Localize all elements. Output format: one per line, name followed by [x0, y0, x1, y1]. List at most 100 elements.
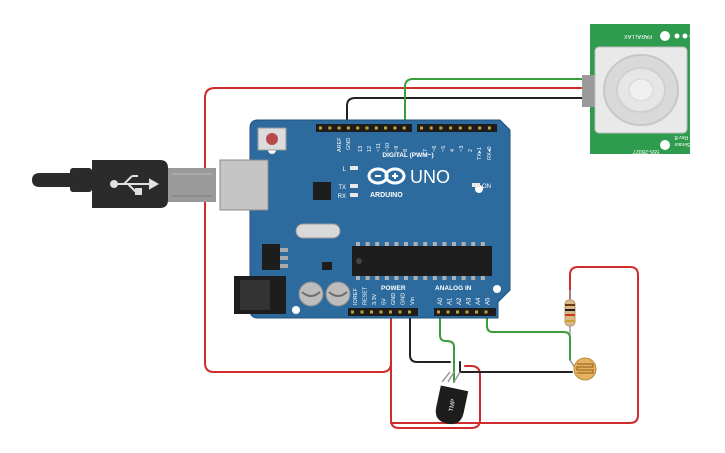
header-pin[interactable]	[346, 126, 350, 130]
chip-pin	[394, 276, 399, 280]
power-pin-label: 3.3V	[372, 293, 378, 305]
pir-brand: PARALLAX	[624, 33, 652, 39]
gnd-label: GND	[346, 138, 352, 150]
chip-pin	[480, 242, 485, 246]
chip-pin	[413, 242, 418, 246]
analog-pin-label: A2	[457, 297, 463, 305]
digital-pin-label: 7	[423, 149, 429, 152]
pir-part-number: 555-28027	[633, 148, 659, 154]
wire-a0-to-tmp[interactable]	[439, 314, 455, 383]
reset-button[interactable]	[257, 127, 287, 151]
header-pin[interactable]	[370, 310, 373, 314]
chip-pin	[375, 276, 380, 280]
digital-pin-label: 8	[403, 149, 409, 152]
chip-pin	[452, 276, 456, 280]
chip-pin	[423, 276, 428, 280]
header-pin[interactable]	[393, 126, 397, 130]
chip-pin	[365, 242, 370, 246]
header-pin[interactable]	[437, 310, 440, 314]
header-pin[interactable]	[465, 310, 469, 314]
power-label: POWER	[381, 285, 406, 292]
header-pin[interactable]	[384, 126, 388, 130]
tmp-label: TMP	[449, 399, 458, 413]
header-pin[interactable]	[389, 310, 392, 314]
digital-pin-label: 4	[450, 149, 456, 152]
header-pin[interactable]	[475, 310, 478, 314]
rx-pin-label: RX◂0	[487, 147, 493, 160]
header-pin[interactable]	[319, 126, 322, 130]
chip-pin	[423, 242, 428, 246]
analog-pin-label: A3	[467, 297, 473, 305]
pir-rev: Rev B	[674, 134, 688, 140]
header-pin[interactable]	[351, 310, 354, 314]
chip-pin	[404, 242, 408, 246]
chip-pin	[432, 242, 437, 246]
chip-pin	[394, 242, 399, 246]
wire-a5-to-ldr[interactable]	[486, 314, 571, 361]
chip-pin	[384, 276, 389, 280]
header-pin[interactable]	[439, 126, 443, 130]
wire-gnd-to-pir[interactable]	[346, 97, 583, 131]
header-pin[interactable]	[420, 126, 423, 130]
power-pin-label: GND	[401, 293, 407, 305]
wire-5v-to-pir[interactable]	[204, 87, 583, 373]
chip-pin	[471, 242, 476, 246]
usb-cable[interactable]	[32, 160, 216, 208]
header-pin[interactable]	[398, 310, 402, 314]
header-pin[interactable]	[446, 310, 450, 314]
header-pin[interactable]	[402, 126, 406, 130]
chip-pin	[442, 276, 447, 280]
pir-pin-header	[582, 75, 596, 107]
chip-pin	[442, 242, 447, 246]
header-pin[interactable]	[379, 310, 383, 314]
power-pin-label: GND	[391, 293, 397, 305]
led-on	[472, 183, 480, 187]
power-header	[348, 308, 418, 316]
header-pin[interactable]	[478, 126, 482, 130]
digital-label: DIGITAL (PWM~)	[382, 152, 433, 159]
digital-pin-label: 2	[468, 149, 474, 152]
header-pin[interactable]	[328, 126, 332, 130]
header-pin[interactable]	[456, 310, 459, 314]
led-on-label: ON	[482, 184, 491, 190]
header-pin[interactable]	[487, 126, 491, 130]
tmp-sensor[interactable]: TMP	[433, 371, 469, 426]
small-ic	[322, 262, 332, 270]
analog-pin-label: A0	[438, 297, 444, 305]
header-pin[interactable]	[449, 126, 453, 130]
digital-pin-label: ~9	[394, 146, 400, 152]
header-pin[interactable]	[356, 126, 360, 130]
header-pin[interactable]	[408, 310, 411, 314]
pir-name: PIR Sensor	[674, 141, 700, 147]
header-pin[interactable]	[374, 126, 378, 130]
mounting-hole	[292, 306, 300, 314]
wire-5v-to-resistor[interactable]	[390, 266, 639, 424]
header-pin[interactable]	[360, 310, 364, 314]
header-pin[interactable]	[337, 126, 341, 130]
wire-pir-signal[interactable]	[404, 78, 583, 131]
header-pin[interactable]	[458, 126, 462, 130]
analog-pin-label: A1	[448, 297, 454, 305]
digital-pin-label: 12	[367, 146, 373, 152]
chip-pin	[356, 242, 360, 246]
header-pin[interactable]	[365, 126, 369, 130]
analog-pin-label: A5	[486, 297, 492, 305]
pir-sensor[interactable]: PARALLAX PIR Sensor Rev B 555-28027	[582, 24, 700, 154]
led-l-label: L	[343, 167, 347, 173]
header-pin[interactable]	[468, 126, 472, 130]
chip-pin	[365, 276, 370, 280]
usb-port[interactable]	[219, 159, 269, 211]
wire-5v-to-sensors[interactable]	[390, 314, 481, 429]
header-pin[interactable]	[484, 310, 488, 314]
board-model: UNO	[410, 167, 450, 187]
wire-gnd-to-tmp[interactable]	[409, 314, 451, 363]
capacitor	[298, 281, 324, 307]
digital-pin-label: ~10	[385, 143, 391, 152]
resistor[interactable]	[564, 290, 576, 335]
header-pin[interactable]	[429, 126, 433, 130]
photoresistor[interactable]	[569, 357, 597, 381]
mounting-hole	[493, 285, 501, 293]
usb-icon	[110, 175, 160, 195]
